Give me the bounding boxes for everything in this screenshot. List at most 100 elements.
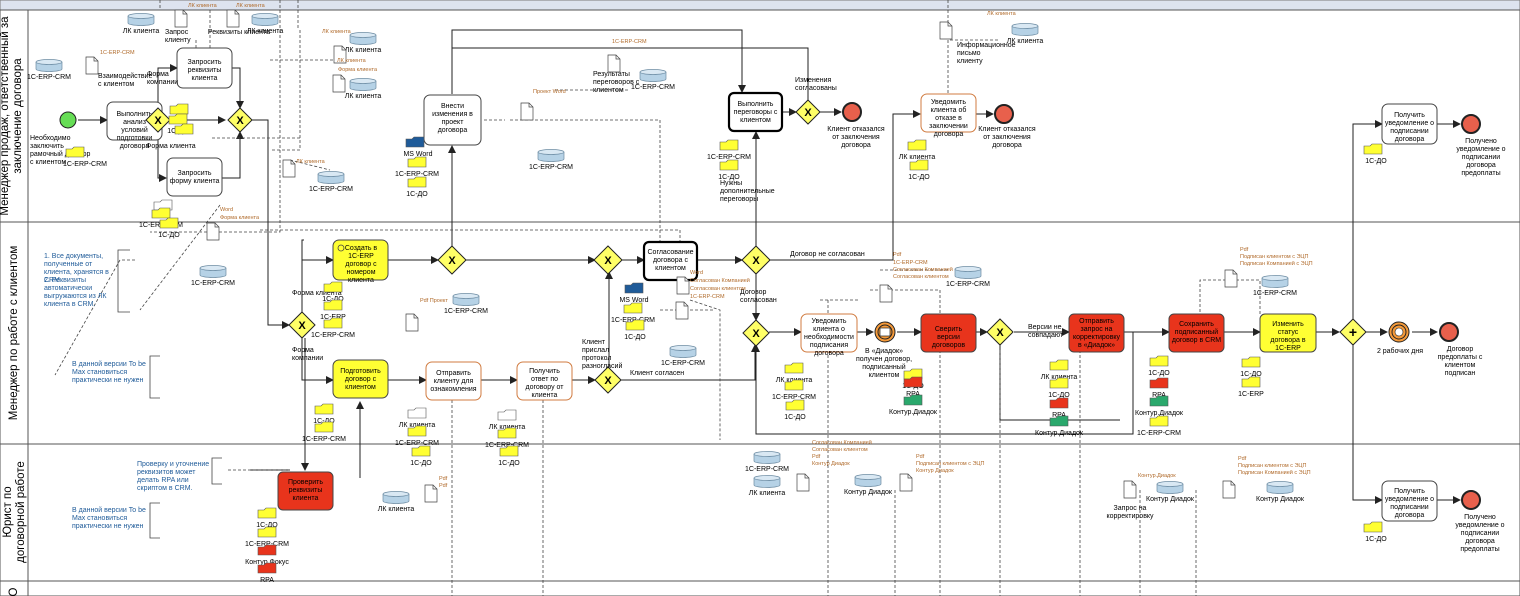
gateway-xor-7[interactable]: X <box>741 245 771 275</box>
gateway-xor-8[interactable]: X <box>742 319 770 347</box>
lane-other-label: О <box>8 587 20 596</box>
end-event-bot[interactable] <box>1461 490 1481 510</box>
document-icon <box>520 102 534 121</box>
message-event-diadok[interactable] <box>874 321 896 343</box>
gateway-parallel[interactable]: + <box>1339 318 1367 346</box>
lane-label-sales: Менеджер продаж, ответственный зазаключе… <box>0 16 24 216</box>
database-icon: ЛК клиента <box>345 32 382 54</box>
artifact-label: Подписан Компанией с ЭЦП <box>1238 469 1311 476</box>
database-icon: ЛК клиента <box>378 491 414 513</box>
artifact-label: 1С-ДО <box>624 334 646 341</box>
artifact-label: Подписан клиентом с ЭЦП <box>1238 463 1306 469</box>
database-icon: 1С-ERP-CRM <box>946 266 990 288</box>
system-folder-icon: ЛК клиента <box>1041 359 1078 381</box>
artifact-label: Pdf <box>1240 247 1249 253</box>
artifact-label: Word <box>690 270 703 276</box>
system-folder-icon: 1С-ДО <box>624 319 646 341</box>
system-folder-icon <box>174 123 194 135</box>
gateway-xor-5[interactable]: X <box>593 245 623 275</box>
system-folder-icon: 1С-ERP-CRM <box>707 139 751 161</box>
database-icon: Контур Диадок <box>1256 481 1305 503</box>
gateway-xor-form[interactable]: X <box>288 311 316 339</box>
end-event-mid[interactable] <box>1439 322 1459 342</box>
system-folder-icon: 1С-ДО <box>1363 521 1387 543</box>
gateway-xor-4[interactable]: X <box>437 245 467 275</box>
gateway-xor-2[interactable]: X <box>227 107 253 133</box>
artifact-label: ЛК клиента <box>322 29 352 35</box>
system-word-icon: MS Word <box>619 282 649 304</box>
artifact-label: Согласован клиентом <box>893 274 949 280</box>
document-icon <box>1123 480 1137 499</box>
end-event-refusal-1[interactable] <box>842 102 862 122</box>
database-icon: ЛК клиента <box>247 13 283 35</box>
database-icon: 1С-ERP-CRM <box>661 345 705 367</box>
artifact-label: 1С-ERP-CRM <box>27 74 71 81</box>
system-folder-icon: ЛК клиента <box>399 407 435 429</box>
timer-event[interactable] <box>1388 321 1410 343</box>
gateway-mark: X <box>604 375 612 387</box>
system-folder-icon: 1С-ERP-CRM <box>311 317 355 339</box>
gateway-xor-9[interactable]: X <box>986 318 1014 346</box>
lane-label-other: О <box>8 587 20 596</box>
artifact-label: ЛК клиента <box>345 93 382 100</box>
document-icon <box>676 276 690 295</box>
artifact-label: ЛК клиента <box>1041 374 1078 381</box>
system-folder-icon: 1С-ERP-CRM <box>302 421 346 443</box>
artifact-label: Контур.Диадок <box>1138 473 1176 479</box>
lane-client-label: Менеджер по работе с клиентом <box>8 246 20 421</box>
system-diadok-icon: Контур.Диадок <box>889 394 938 416</box>
system-folder-icon: 1С-ДО <box>410 445 432 467</box>
artifact-label: ЛК клиента <box>749 490 786 497</box>
artifact-label: 1С-ДО <box>1365 536 1387 543</box>
gateway-xor-6[interactable]: X <box>594 366 622 394</box>
gateway-mark: X <box>154 115 162 127</box>
start-event[interactable] <box>59 111 77 129</box>
end-event-top[interactable] <box>1461 114 1481 134</box>
label-form-client: Форма клиента <box>292 290 342 297</box>
artifact-label: 1С-ERP-CRM <box>690 294 725 300</box>
label-form-client-top: Форма клиента <box>146 143 196 150</box>
document-icon <box>1224 269 1238 288</box>
artifact-label: 1С-ERP-CRM <box>444 308 488 315</box>
artifact-label: ЛК клиента <box>345 47 382 54</box>
gateway-xor-1[interactable]: X <box>145 107 171 133</box>
gateway-xor-3[interactable]: X <box>795 99 821 125</box>
artifact-label: ЛК клиента <box>987 11 1017 17</box>
system-rpa-icon: RPA <box>903 376 923 398</box>
database-icon: 1С-ERP-CRM <box>529 149 573 171</box>
end-event-refusal-2[interactable] <box>994 104 1014 124</box>
artifact-label: MS Word <box>403 151 432 158</box>
artifact-label: Подписан Компанией с ЭЦП <box>1240 260 1313 267</box>
database-icon: 1С-ERP-CRM <box>745 451 789 473</box>
database-icon: 1С-ERP-CRM <box>191 265 235 287</box>
artifact-label: 1С-ДО <box>158 232 180 239</box>
